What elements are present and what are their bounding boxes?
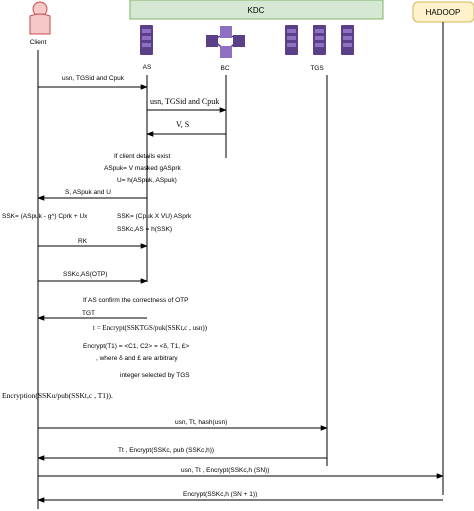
as-label: AS	[143, 64, 152, 71]
client-label: Client	[30, 39, 47, 46]
kdc-box: KDC	[129, 0, 384, 20]
msg-m8: usn, Tt, hash(usn)	[175, 419, 227, 426]
msg-m11: Encrypt(SSKc,h (SN + 1))	[183, 491, 257, 498]
ssk-as-1: SSK= (Cpuk X VU) ASprk	[117, 213, 192, 220]
hadoop-box: HADOOP	[412, 1, 474, 23]
msg-m7: TGT	[82, 310, 95, 317]
msg-m2: usn, TGSid and Cpuk	[150, 97, 219, 106]
blockchain-icon	[206, 26, 245, 58]
as-server-icon	[140, 25, 153, 55]
kdc-label: KDC	[248, 6, 265, 15]
msg-m10: usn, Tt , Encrypt(SSKc,h (SN))	[181, 467, 269, 474]
msg-m5: RK	[78, 238, 88, 245]
note-otp: If AS confirm the correctness of OTP	[83, 297, 188, 304]
hadoop-label: HADOOP	[426, 8, 461, 17]
tgs-server-icon	[285, 25, 354, 55]
note-as-3: U= h(ASpuk, ASpuk)	[117, 177, 177, 184]
tgt-line-2: Encrypt(T1) = <C1, C2> = <δ, T1, £>	[83, 343, 189, 350]
ssk-client: SSK= (ASpuk - g^) Cprk + Ux	[2, 213, 88, 220]
note-as-1: If client details exist	[114, 153, 171, 160]
msg-m1: usn, TGSid and Cpuk	[62, 75, 125, 82]
tgt-line-3: , where δ and £ are arbitrary	[96, 355, 178, 362]
tgs-label: TGS	[310, 65, 324, 72]
msg-m3: V, S	[176, 120, 189, 129]
ssk-as-2: SSKc,AS = h(SSK)	[117, 226, 172, 233]
msg-m6: SSKc,AS(OTP)	[63, 271, 107, 278]
tgt-line-1: t = Encrypt(SSKTGS/puk(SSKt,c , usn))	[93, 324, 208, 332]
tgt-line-4: integer selected by TGS	[120, 372, 190, 379]
client-encryption: Encryption(SSKu/pub(SSKt,c , T1)).	[2, 391, 113, 400]
msg-m9: Tt , Encrypt(SSKc, pub (SSKc,h))	[118, 447, 214, 454]
msg-m4: S, ASpuk and U	[65, 189, 111, 196]
person-icon	[29, 1, 51, 35]
bc-label: BC	[220, 65, 229, 72]
note-as-2: ASpuk= V masked gASprk	[104, 165, 182, 172]
lifelines	[37, 22, 444, 509]
